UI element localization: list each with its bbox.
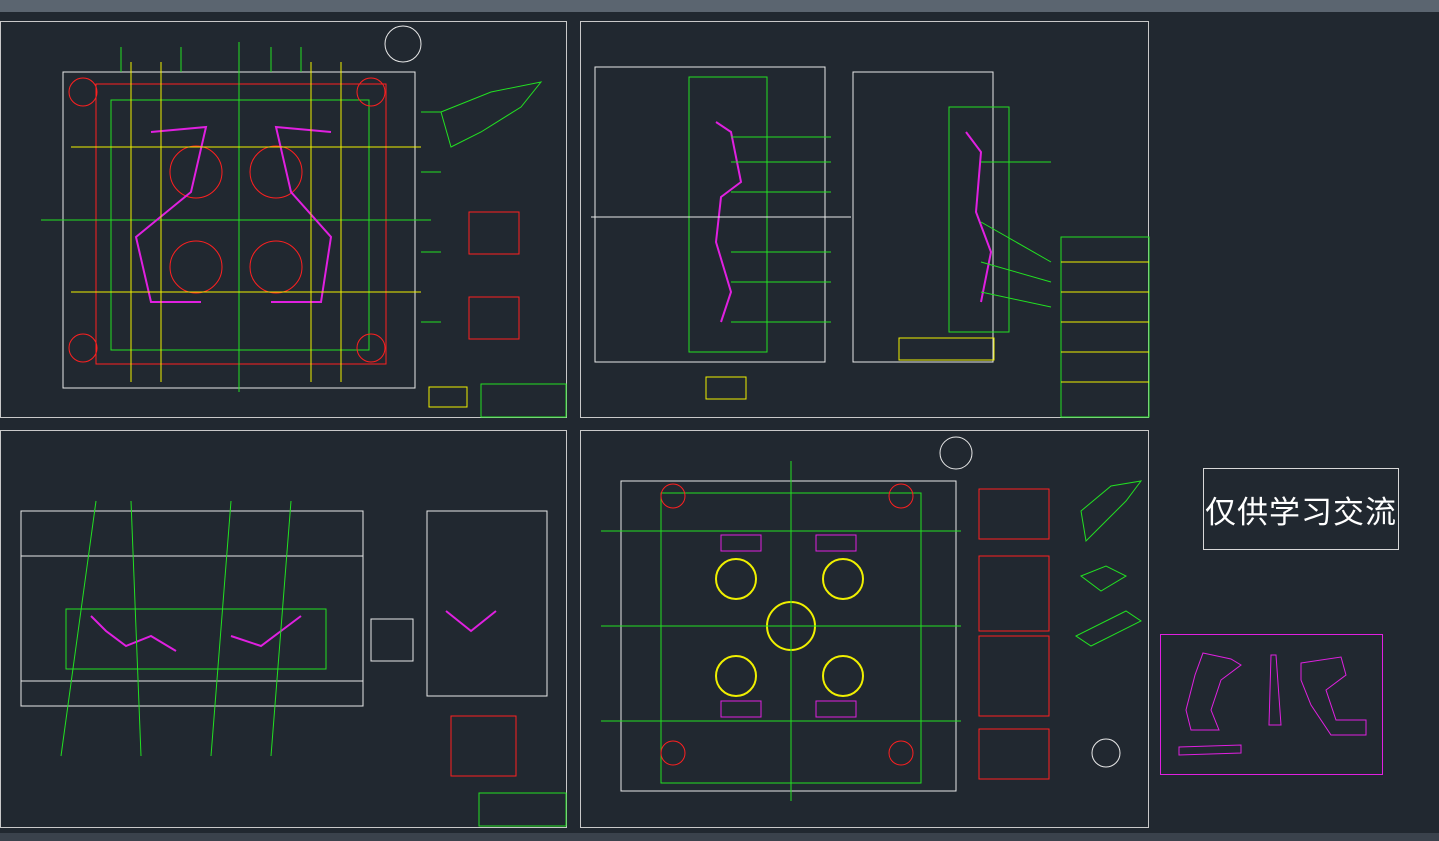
bottom-right-drawing-sheet[interactable] (580, 430, 1149, 828)
section-views-drawing (591, 66, 1150, 418)
status-strip (0, 833, 1439, 841)
part-outline-icon (1178, 652, 1367, 756)
top-toolbar-strip (0, 0, 1439, 12)
north-arrow-icon (384, 25, 422, 63)
part-preview-frame[interactable] (1160, 634, 1383, 775)
bottom-left-drawing-sheet[interactable] (0, 430, 567, 828)
top-right-drawing-sheet[interactable] (580, 21, 1150, 418)
core-plan-drawing (41, 25, 567, 418)
watermark-note: 仅供学习交流 (1203, 468, 1399, 550)
cavity-plan-drawing (601, 436, 1143, 801)
top-left-drawing-sheet[interactable] (0, 21, 567, 418)
section-a-a-drawing (20, 500, 567, 827)
